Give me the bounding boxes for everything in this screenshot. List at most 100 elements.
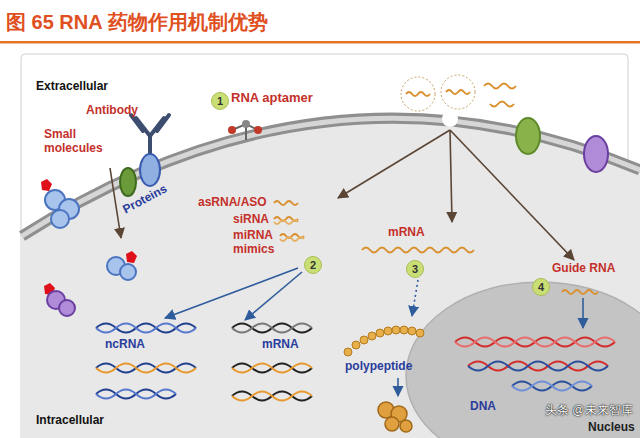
rna-label: mRNA xyxy=(388,226,425,240)
arrow-line xyxy=(412,280,418,316)
protein-blob xyxy=(391,406,407,422)
membrane-protein xyxy=(120,168,136,196)
dna-helix xyxy=(455,338,615,347)
protein-blob xyxy=(378,402,394,418)
cell-membrane xyxy=(22,118,640,236)
figure-title: 图 65 RNA 药物作用机制优势 xyxy=(6,9,268,36)
dna-helix xyxy=(512,382,592,391)
small-molecule xyxy=(44,283,55,295)
aptamer-symbol xyxy=(232,124,258,140)
polypeptide-chain xyxy=(344,326,424,356)
nucleus-shape xyxy=(406,282,640,438)
title-rule xyxy=(0,41,640,44)
small-molecule xyxy=(41,179,52,191)
protein-blob xyxy=(59,199,79,219)
structure-label: Nucleus xyxy=(588,421,635,435)
rna-strand xyxy=(274,201,298,205)
mrna-helix xyxy=(232,324,312,333)
membrane-opening xyxy=(442,111,458,127)
rna-label: Guide RNA xyxy=(552,262,615,276)
aptamer-symbol xyxy=(228,126,236,134)
arrow-line xyxy=(338,130,450,198)
dna-helix xyxy=(468,362,608,371)
mrna-strand xyxy=(362,248,474,253)
arrow-line xyxy=(165,268,298,318)
molecule-label: RNA aptamer xyxy=(231,91,313,106)
amino-acid xyxy=(400,326,408,334)
amino-acid xyxy=(368,332,376,340)
molecule-label: Antibody xyxy=(86,104,138,118)
arrow-line xyxy=(450,130,452,222)
rna-strand xyxy=(446,90,470,94)
folded-protein xyxy=(378,402,412,432)
rna-strand xyxy=(274,220,298,224)
ncrna-helix xyxy=(96,364,196,373)
target-label: mRNA xyxy=(262,338,299,352)
arrow-line xyxy=(245,272,302,320)
arrow-line xyxy=(582,298,584,328)
structure-label: DNA xyxy=(470,400,496,414)
molecule-label: Small molecules xyxy=(44,128,110,156)
protein-blob xyxy=(120,264,136,280)
membrane-protein xyxy=(584,136,608,172)
rna-strand xyxy=(274,217,298,221)
ncrna-helix xyxy=(96,324,196,333)
ncrna-helix xyxy=(96,324,196,333)
rna-label: siRNA xyxy=(233,213,269,227)
arrow-line xyxy=(397,378,399,396)
dna-helix xyxy=(512,382,592,391)
callout-number: 4 xyxy=(532,278,550,296)
aptamer-symbol xyxy=(242,120,250,128)
ncrna-helix xyxy=(96,364,196,373)
protein-blob xyxy=(45,190,65,210)
ncrna-helix xyxy=(96,390,176,399)
vesicle xyxy=(441,75,475,109)
arrow-line xyxy=(110,168,121,238)
rna-strand xyxy=(406,92,430,96)
target-label: ncRNA xyxy=(105,338,145,352)
arrow-line xyxy=(450,130,574,260)
dna-helix xyxy=(455,338,615,347)
mrna-helix xyxy=(232,324,312,333)
amino-acid xyxy=(376,329,384,337)
rna-strand xyxy=(280,237,304,241)
product-label: polypeptide xyxy=(345,360,412,374)
region-label: Extracellular xyxy=(36,80,108,94)
protein-blob xyxy=(51,210,69,228)
mrna-helix xyxy=(232,392,312,401)
rna-label: miRNA mimics xyxy=(233,229,281,257)
ncrna-helix xyxy=(96,390,176,399)
antibody-symbol xyxy=(131,115,169,160)
rna-strand xyxy=(484,84,516,89)
amino-acid xyxy=(344,348,352,356)
watermark: 头条 @未来智库 xyxy=(545,402,633,419)
vesicle xyxy=(401,77,435,111)
callout-number: 3 xyxy=(406,260,424,278)
protein-blob xyxy=(107,257,125,275)
molecule-label: Proteins xyxy=(121,182,170,217)
rna-label: asRNA/ASO xyxy=(198,196,267,210)
protein-blob xyxy=(385,417,399,431)
amino-acid xyxy=(384,327,392,335)
protein-blob xyxy=(59,300,75,316)
mrna-helix xyxy=(232,364,312,373)
mrna-helix xyxy=(232,392,312,401)
small-molecule xyxy=(126,251,137,263)
membrane-protein xyxy=(140,154,160,186)
protein-blob xyxy=(400,420,412,432)
mrna-helix xyxy=(232,364,312,373)
membrane-protein xyxy=(516,118,540,154)
callout-number: 1 xyxy=(211,92,229,110)
amino-acid xyxy=(408,327,416,335)
amino-acid xyxy=(352,341,360,349)
region-label: Intracellular xyxy=(36,414,104,428)
rna-strand xyxy=(562,290,598,294)
aptamer-symbol xyxy=(254,126,262,134)
rna-strand xyxy=(280,234,304,238)
dna-helix xyxy=(468,362,608,371)
amino-acid xyxy=(360,336,368,344)
